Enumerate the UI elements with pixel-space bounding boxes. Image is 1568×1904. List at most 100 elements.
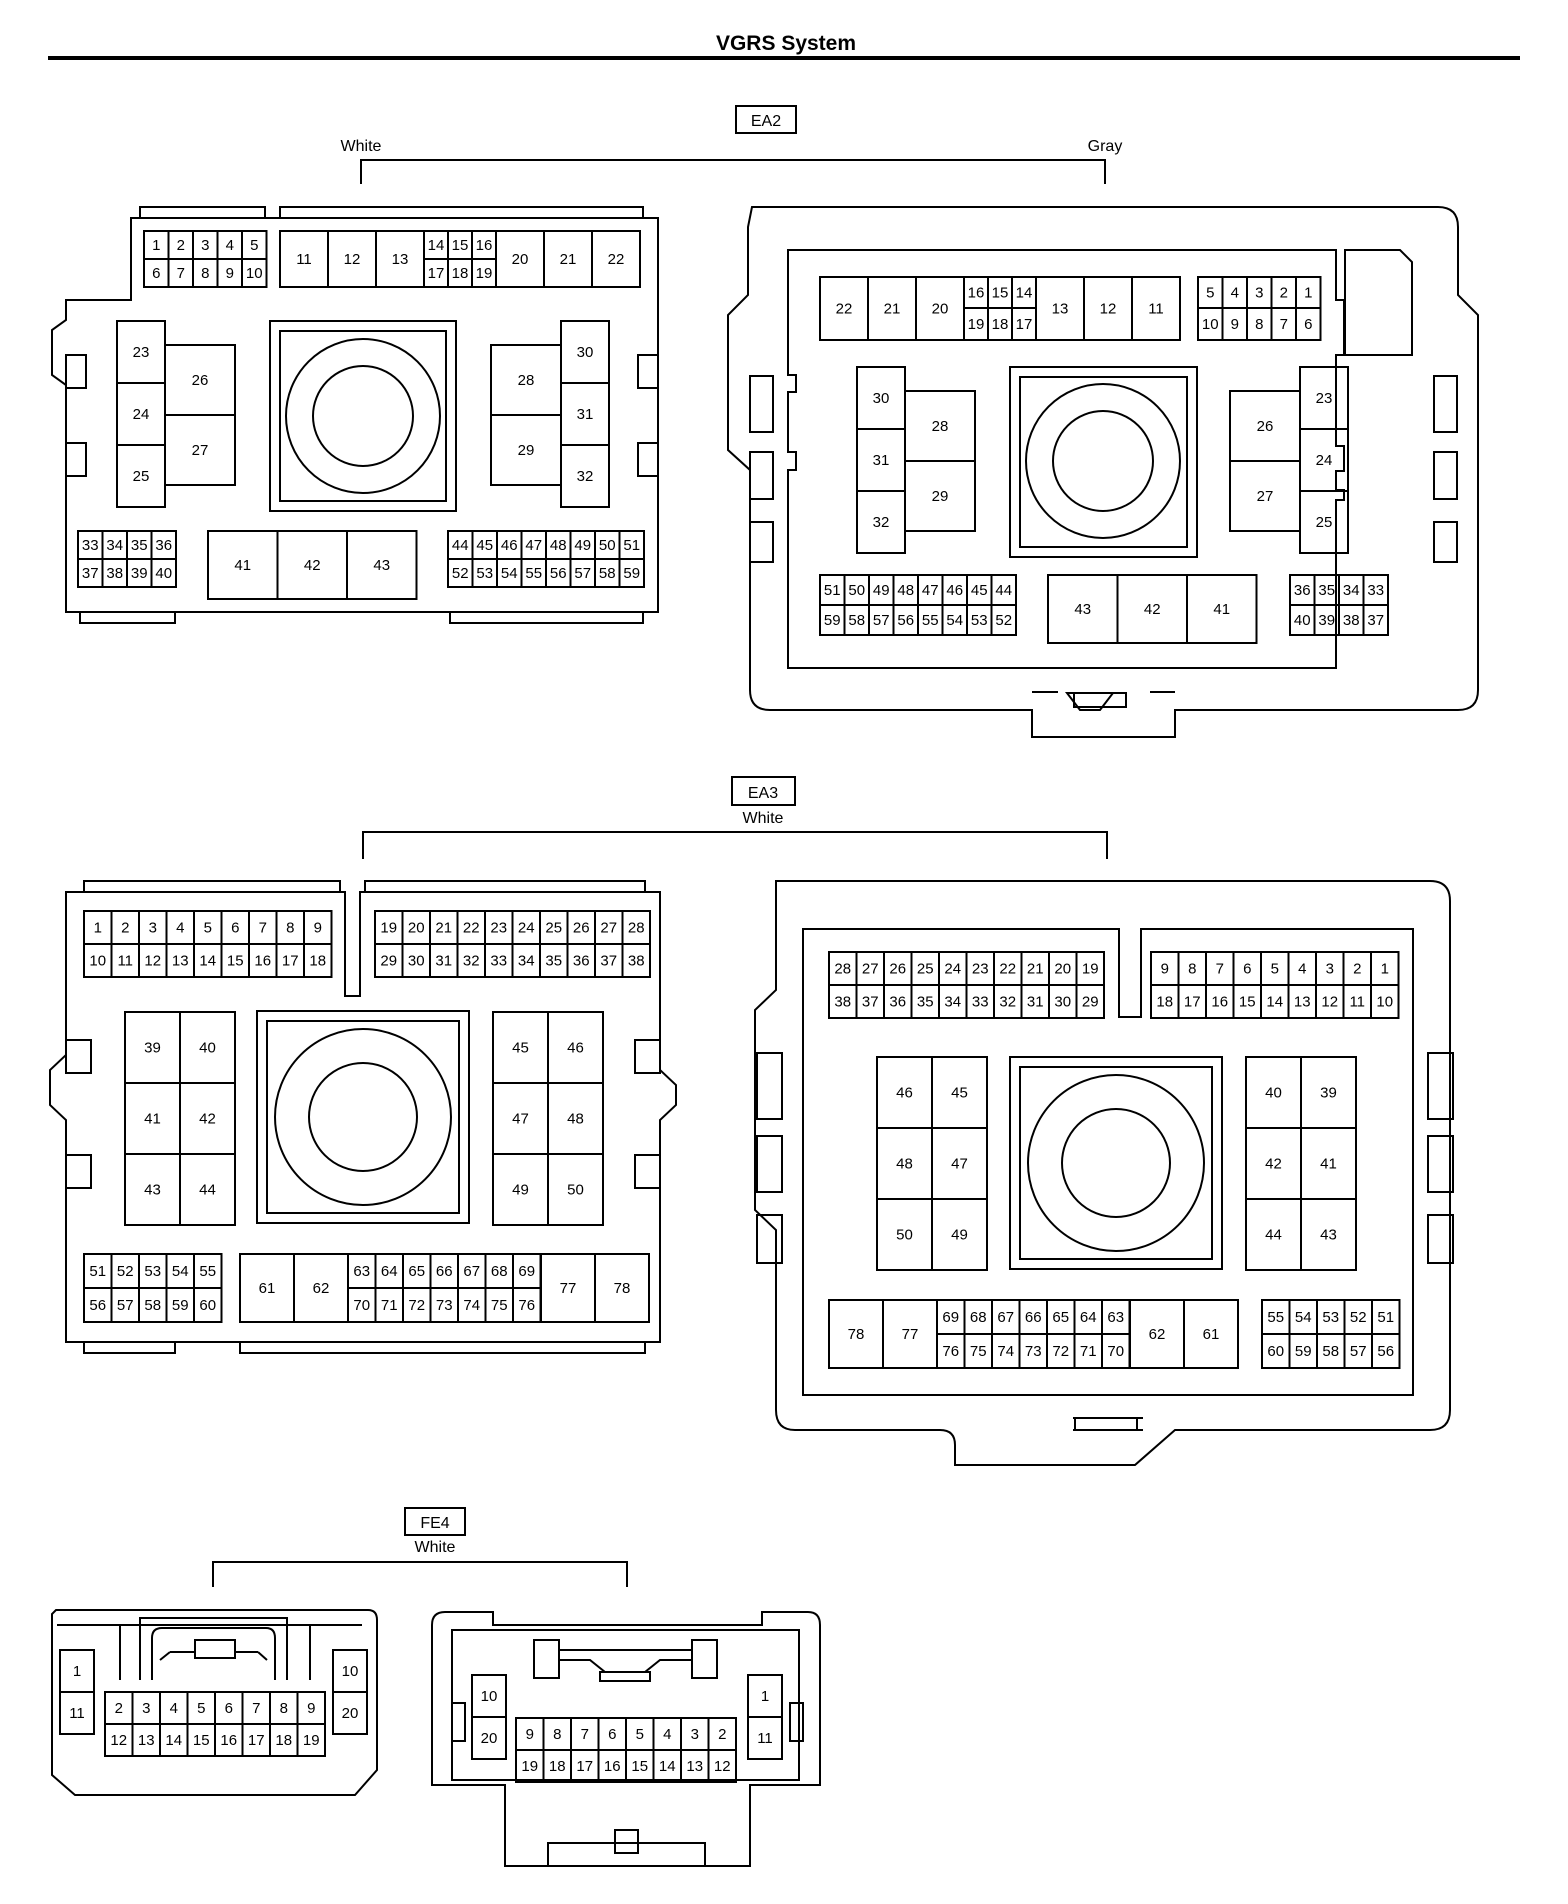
pin-number: 48 [896, 1156, 913, 1173]
ea3l-pin-36: 36 [566, 943, 596, 978]
pin-number: 31 [577, 406, 594, 423]
ea2w-pin-38: 38 [101, 558, 128, 588]
pin-number: 56 [1377, 1343, 1394, 1360]
ea3l-pin-64: 64 [374, 1253, 404, 1289]
pin-number: 18 [275, 1732, 292, 1749]
ea3r-pin-3: 3 [1315, 951, 1345, 986]
pin-number: 30 [1054, 994, 1071, 1011]
ea2g-pin-54: 54 [941, 604, 968, 636]
pin-number: 72 [408, 1297, 425, 1314]
ea2g-pin-28: 28 [904, 390, 976, 462]
pin-number: 39 [144, 1040, 161, 1057]
pin-number: 15 [631, 1758, 648, 1775]
ea2g-pin-1: 1 [1295, 276, 1322, 309]
ea3r-pin-78: 78 [828, 1299, 884, 1369]
pin-number: 2 [718, 1726, 726, 1743]
ea3l-pin-48: 48 [547, 1082, 604, 1155]
ea3l-pin-67: 67 [457, 1253, 487, 1289]
pin-number: 27 [192, 442, 209, 459]
ea3l-pin-49: 49 [492, 1153, 549, 1226]
ea2g-pin-32: 32 [856, 490, 906, 554]
pin-number: 14 [199, 953, 216, 970]
pin-number: 13 [392, 251, 409, 268]
ea3r-pin-75: 75 [963, 1333, 993, 1369]
ea3l-pin-61: 61 [239, 1253, 295, 1323]
pin-number: 38 [834, 994, 851, 1011]
ea3l-pin-5: 5 [193, 910, 223, 945]
ea3r-pin-1: 1 [1370, 951, 1400, 986]
fe4r-pin-14: 14 [652, 1749, 682, 1783]
pin-number: 51 [623, 537, 640, 554]
ea2g-pin-15: 15 [987, 276, 1013, 309]
ea2w-pin-12: 12 [327, 230, 377, 288]
pin-number: 1 [1304, 285, 1312, 302]
pin-number: 57 [1350, 1343, 1367, 1360]
fe4l-pin-17: 17 [241, 1723, 271, 1757]
pin-number: 55 [525, 565, 542, 582]
ea2w-pin-4: 4 [216, 230, 243, 260]
pin-number: 10 [1202, 316, 1219, 333]
ea2g-pin-25: 25 [1299, 490, 1349, 554]
ea3r-pin-64: 64 [1073, 1299, 1103, 1335]
pin-number: 34 [1343, 582, 1360, 599]
fe4r-pin-20: 20 [471, 1716, 507, 1760]
pin-number: 27 [862, 961, 879, 978]
pin-number: 50 [896, 1227, 913, 1244]
ea2w-pin-30: 30 [560, 320, 610, 384]
pin-number: 38 [628, 953, 645, 970]
ea2-white-housing [51, 206, 659, 624]
ea2g-pin-24: 24 [1299, 428, 1349, 492]
pin-number: 11 [117, 953, 133, 970]
pin-number: 32 [577, 468, 594, 485]
pin-number: 59 [172, 1297, 189, 1314]
ea3r-pin-29: 29 [1075, 984, 1105, 1019]
pin-number: 7 [259, 920, 267, 937]
pin-number: 51 [824, 582, 841, 599]
ea3-right-housing [754, 880, 1454, 1466]
ea3l-pin-18: 18 [303, 943, 333, 978]
ea3l-pin-63: 63 [347, 1253, 377, 1289]
fe4-color-white: White [415, 1539, 456, 1556]
pin-number: 3 [1255, 285, 1263, 302]
pin-number: 77 [902, 1326, 919, 1343]
pin-number: 28 [628, 920, 645, 937]
ea2g-pin-38: 38 [1338, 604, 1365, 636]
pin-number: 28 [834, 961, 851, 978]
pin-number: 35 [917, 994, 934, 1011]
ea3l-pin-40: 40 [179, 1011, 236, 1084]
ea3r-pin-44: 44 [1245, 1198, 1302, 1271]
ea2-gray-housing [727, 206, 1479, 738]
ea2w-pin-13: 13 [375, 230, 425, 288]
ea2g-pin-50: 50 [843, 574, 870, 606]
fe4r-pin-4: 4 [652, 1717, 682, 1751]
ea3r-pin-22: 22 [993, 951, 1023, 986]
ea2g-pin-23: 23 [1299, 366, 1349, 430]
pin-number: 3 [201, 237, 209, 254]
ea3r-pin-5: 5 [1260, 951, 1290, 986]
ea3l-pin-2: 2 [110, 910, 140, 945]
ea3l-pin-70: 70 [347, 1287, 377, 1323]
pin-number: 21 [435, 920, 452, 937]
ea3r-pin-63: 63 [1101, 1299, 1131, 1335]
pin-number: 61 [1203, 1326, 1220, 1343]
pin-number: 7 [252, 1700, 260, 1717]
pin-number: 29 [932, 488, 949, 505]
pin-number: 44 [995, 582, 1012, 599]
pin-number: 54 [172, 1263, 189, 1280]
pin-number: 62 [1149, 1326, 1166, 1343]
ea2g-pin-37: 37 [1362, 604, 1389, 636]
fe4r-pin-3: 3 [680, 1717, 710, 1751]
pin-number: 35 [131, 537, 148, 554]
pin-number: 30 [577, 344, 594, 361]
ea3-bracket [362, 831, 1108, 859]
ea3l-pin-73: 73 [429, 1287, 459, 1323]
pin-number: 34 [944, 994, 961, 1011]
pin-number: 34 [518, 953, 535, 970]
pin-number: 13 [686, 1758, 703, 1775]
pin-number: 17 [428, 265, 445, 282]
ea3-left-housing [49, 880, 677, 1354]
pin-number: 17 [1184, 994, 1201, 1011]
pin-number: 71 [1080, 1343, 1097, 1360]
ea3l-pin-71: 71 [374, 1287, 404, 1323]
pin-number: 43 [373, 557, 390, 574]
